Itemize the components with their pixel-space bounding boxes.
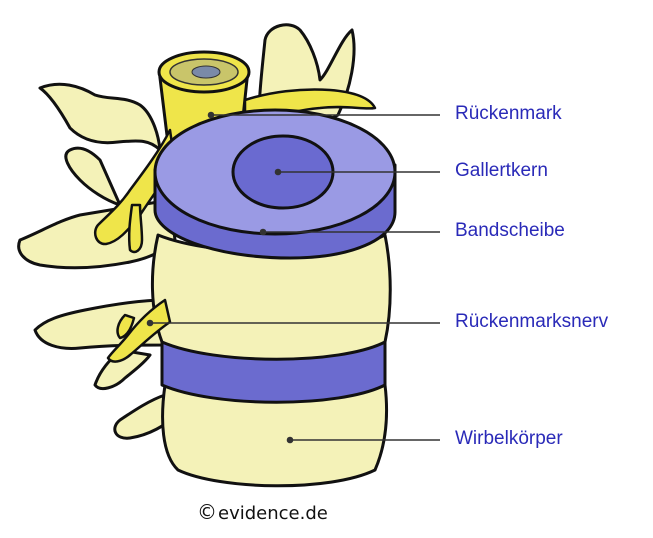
label-disc: Bandscheibe	[455, 220, 565, 242]
disc-upper	[155, 110, 395, 258]
label-spinal-cord: Rückenmark	[455, 103, 562, 125]
copyright-text: evidence.de	[218, 503, 328, 524]
process-top-left	[40, 84, 160, 150]
process-left-spike	[66, 148, 120, 205]
copyright-symbol: ©	[197, 500, 217, 524]
label-nerve: Rückenmarksnerv	[455, 311, 608, 333]
label-vertebral-body: Wirbelkörper	[455, 428, 563, 450]
spinal-cord-center	[192, 66, 220, 78]
label-nucleus: Gallertkern	[455, 160, 548, 182]
copyright-notice: ©evidence.de	[197, 501, 328, 525]
